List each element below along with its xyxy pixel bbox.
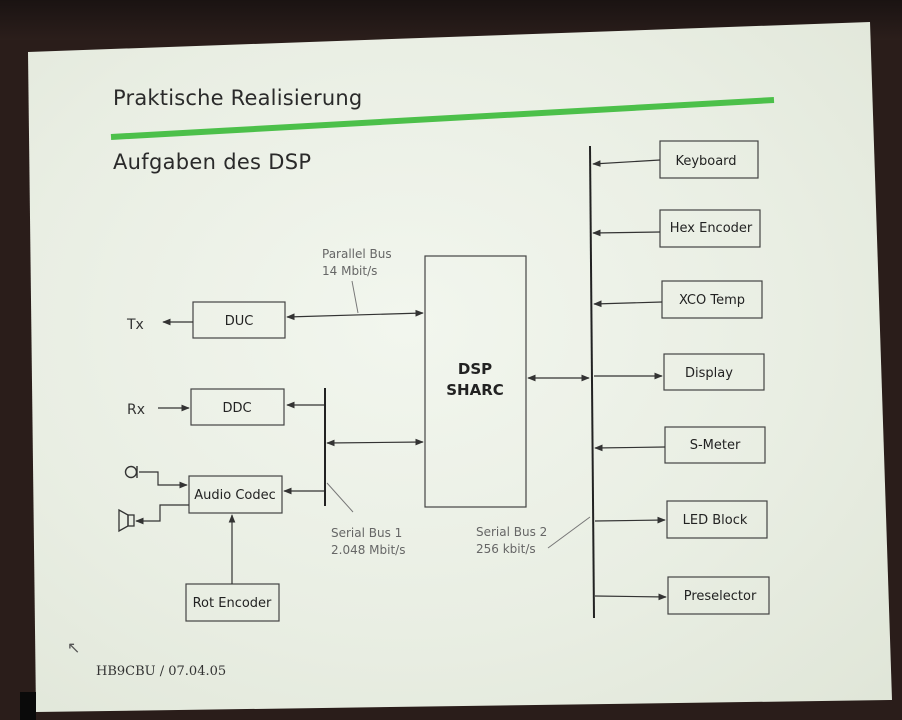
xco-temp-link [593,300,663,308]
audio-codec-block: Audio Codec [188,475,283,514]
led-block-label: LED Block [683,513,748,528]
xco-temp-block: XCO Temp [661,280,763,319]
ddc-block: DDC [190,388,285,426]
serial-bus1-leader [326,482,354,513]
led-block-link [594,516,666,524]
microphone-icon [124,465,138,479]
serial-bus1-rate: 2.048 Mbit/s [331,543,405,557]
preselector-link [594,593,667,601]
serial-bus1-label: Serial Bus 1 [331,526,402,540]
parallel-bus-leader [351,280,359,314]
keyboard-label: Keyboard [675,154,736,169]
rot-encoder-label: Rot Encoder [193,596,272,611]
dsp-label-line2: SHARC [446,381,504,399]
audio-codec-label: Audio Codec [194,488,276,503]
dark-object [20,692,36,720]
keyboard-link [592,159,661,167]
parallel-bus-line [286,309,424,321]
hex-encoder-label: Hex Encoder [670,221,753,236]
bus1-to-dsp-link [326,438,424,447]
mouse-cursor-icon: ↖ [67,638,81,657]
s-meter-block: S-Meter [664,426,766,464]
hex-encoder-link [592,229,661,237]
slide-footer: HB9CBU / 07.04.05 [96,664,227,679]
title-underline [110,97,775,140]
parallel-bus-rate: 14 Mbit/s [322,264,377,278]
hex-encoder-block: Hex Encoder [659,209,761,248]
s-meter-link [594,444,666,452]
preselector-block: Preselector [667,576,770,615]
tx-label: Tx [126,317,144,333]
serial-bus2-rate: 256 kbit/s [476,542,536,556]
slide-subtitle: Aufgaben des DSP [113,150,312,174]
keyboard-block: Keyboard [659,140,759,179]
serial-bus2-label: Serial Bus 2 [476,525,547,539]
rx-label: Rx [127,402,145,418]
xco-temp-label: XCO Temp [679,293,745,308]
serial-bus-2 [589,145,595,619]
parallel-bus-label: Parallel Bus [322,247,392,261]
rot-encoder-block: Rot Encoder [185,583,280,622]
display-label: Display [685,366,733,381]
codec-to-speaker-wire [135,504,189,525]
slide-title: Praktische Realisierung [113,86,363,110]
ddc-label: DDC [222,401,251,416]
dsp-sharc-block: DSP SHARC [424,255,527,508]
duc-block: DUC [192,301,286,339]
preselector-label: Preselector [684,589,757,604]
duc-label: DUC [225,314,254,329]
speaker-icon [118,508,135,533]
serial-bus2-leader [547,516,591,549]
dsp-label-line1: DSP [458,360,492,378]
display-block: Display [663,353,765,391]
mic-to-codec-wire [139,471,188,489]
led-block-block: LED Block [666,500,768,539]
s-meter-label: S-Meter [690,438,741,453]
